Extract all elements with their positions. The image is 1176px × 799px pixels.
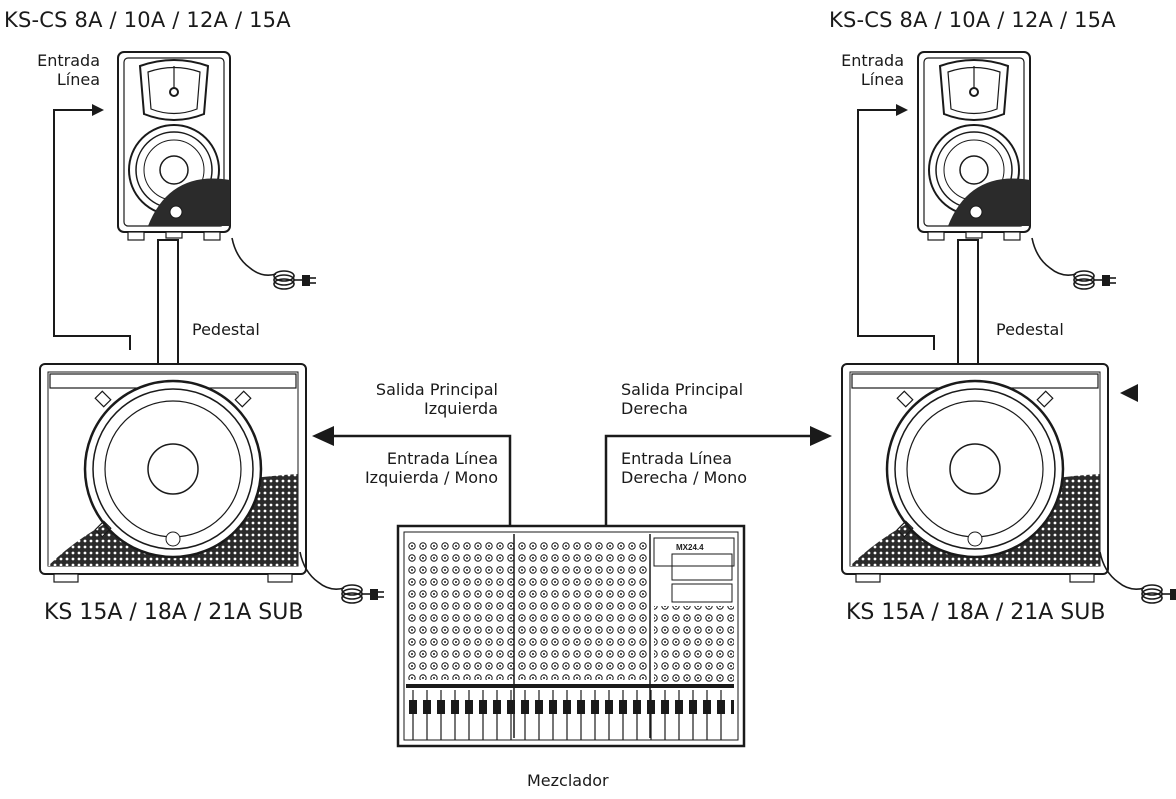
arrow-head-icon — [312, 426, 334, 446]
left-top-speaker — [118, 52, 230, 240]
right-top-speaker-model-label: KS-CS 8A / 10A / 12A / 15A — [829, 8, 1116, 33]
right-top-speaker — [918, 52, 1030, 240]
right-line-input-line1: Entrada — [834, 52, 904, 71]
left-subwoofer — [40, 364, 306, 582]
left-line-input-line1: Entrada — [30, 52, 100, 71]
left-top-speaker-model-label: KS-CS 8A / 10A / 12A / 15A — [4, 8, 291, 33]
power-plug-icon — [232, 238, 316, 289]
arrow-head-icon — [810, 426, 832, 446]
left-main-output-line2: Izquierda — [330, 400, 498, 419]
left-pole — [158, 240, 178, 364]
right-pole-label: Pedestal — [996, 321, 1064, 340]
mixer-model-badge: MX24.4 — [676, 543, 704, 552]
right-subwoofer — [842, 364, 1108, 582]
left-pole-label: Pedestal — [192, 321, 260, 340]
right-main-output-label: Salida Principal Derecha — [621, 381, 743, 419]
power-plug-icon — [1100, 552, 1176, 603]
power-plug-icon — [1032, 238, 1116, 289]
right-main-output-line2: Derecha — [621, 400, 743, 419]
mixer: MX24.4 — [398, 526, 744, 746]
left-line-in-label: Entrada Línea Izquierda / Mono — [330, 450, 498, 488]
right-line-in-line1: Entrada Línea — [621, 450, 747, 469]
right-line-in-line2: Derecha / Mono — [621, 469, 747, 488]
left-line-input-label: Entrada Línea — [30, 52, 100, 90]
left-main-output-label: Salida Principal Izquierda — [330, 381, 498, 419]
left-subwoofer-model-label: KS 15A / 18A / 21A SUB — [44, 600, 303, 626]
left-main-output-line1: Salida Principal — [330, 381, 498, 400]
right-line-input-label: Entrada Línea — [834, 52, 904, 90]
right-line-input-line2: Línea — [834, 71, 904, 90]
right-line-in-label: Entrada Línea Derecha / Mono — [621, 450, 747, 488]
right-main-output-line1: Salida Principal — [621, 381, 743, 400]
arrow-head-icon — [896, 104, 908, 116]
arrow-head-icon — [92, 104, 104, 116]
left-line-in-line1: Entrada Línea — [330, 450, 498, 469]
power-plug-icon — [300, 552, 384, 603]
left-line-input-line2: Línea — [30, 71, 100, 90]
right-pole — [958, 240, 978, 364]
mixer-label: Mezclador — [527, 772, 609, 791]
right-subwoofer-model-label: KS 15A / 18A / 21A SUB — [846, 600, 1105, 626]
left-line-in-line2: Izquierda / Mono — [330, 469, 498, 488]
triangle-marker-icon — [1120, 384, 1138, 402]
